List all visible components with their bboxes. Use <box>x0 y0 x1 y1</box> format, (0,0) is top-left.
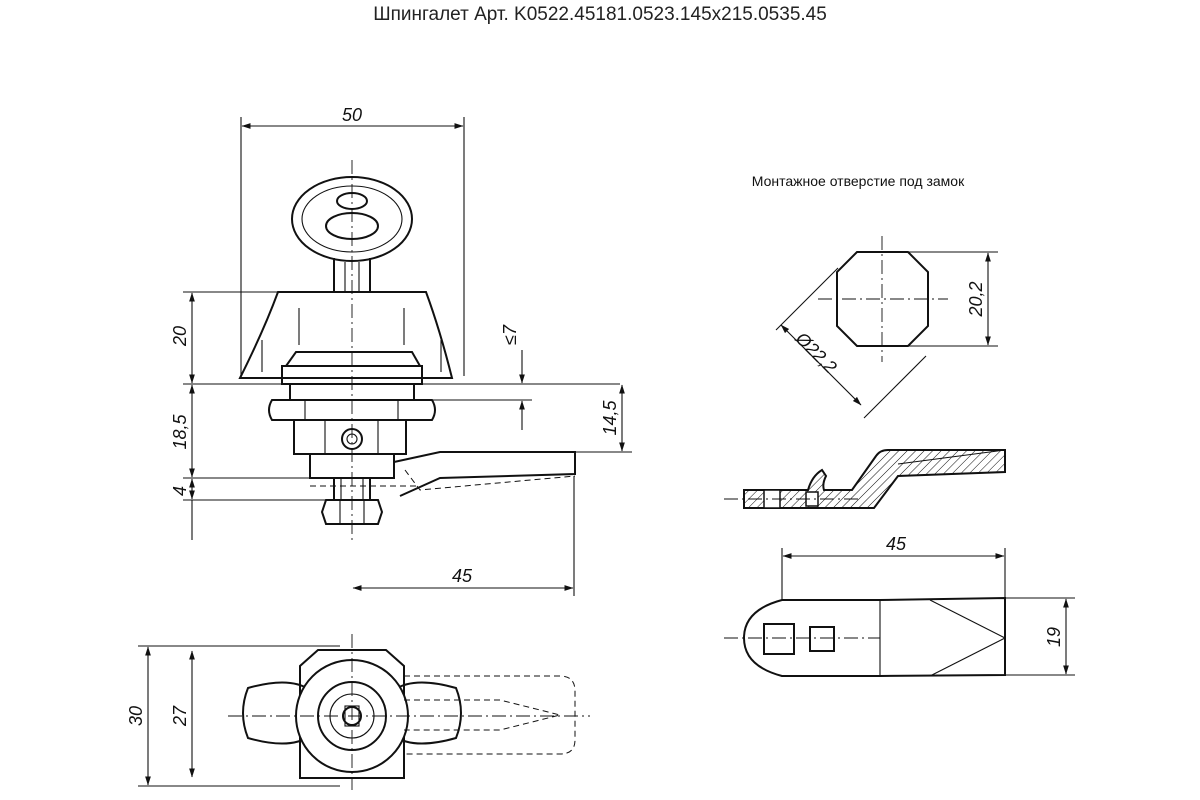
dimension-cam-plan-19: 19 <box>1005 597 1075 676</box>
dimension-cam-45: 45 <box>352 476 575 596</box>
dimension-label: 18,5 <box>170 414 190 450</box>
dimension-cam-plan-45: 45 <box>781 534 1006 600</box>
dimension-14-5: 14,5 <box>560 384 632 453</box>
cam-section-view <box>724 449 1006 509</box>
dimension-max-7: ≤7 <box>410 324 532 430</box>
dimension-label: 20 <box>170 326 190 347</box>
mounting-hole-label: Монтажное отверстие под замок <box>752 173 965 189</box>
dimension-4: 4 <box>170 478 195 540</box>
dimension-label: 45 <box>452 566 473 586</box>
dimension-18-5: 18,5 <box>170 384 195 478</box>
dimension-label: 20,2 <box>966 281 986 317</box>
drawing-title: Шпингалет Арт. K0522.45181.0523.145x215.… <box>373 4 827 25</box>
front-view: 50 20 18,5 4 ≤7 <box>170 105 632 596</box>
dimension-label: 19 <box>1044 627 1064 647</box>
dimension-30: 30 <box>126 645 340 787</box>
dimension-hole-diameter: Ø22,2 <box>775 267 927 419</box>
top-view: 30 27 <box>126 634 590 790</box>
dimension-label: 45 <box>886 534 907 554</box>
cam-plan-view: 45 19 <box>724 534 1075 677</box>
dimension-hole-20-2: 20,2 <box>908 251 998 347</box>
dimension-label: 14,5 <box>600 400 620 436</box>
dimension-label: ≤7 <box>500 324 520 345</box>
dimension-20: 20 <box>170 292 195 384</box>
dimension-label: 27 <box>170 705 190 727</box>
dimension-label: 30 <box>126 706 146 726</box>
dimension-label: Ø22,2 <box>791 328 841 378</box>
dimension-50: 50 <box>240 105 465 376</box>
mounting-hole-view: Монтажное отверстие под замок 20,2 Ø22,2 <box>752 173 998 419</box>
dimension-27: 27 <box>170 650 195 778</box>
dimension-label: 4 <box>170 486 190 496</box>
dimension-label: 50 <box>342 105 362 125</box>
